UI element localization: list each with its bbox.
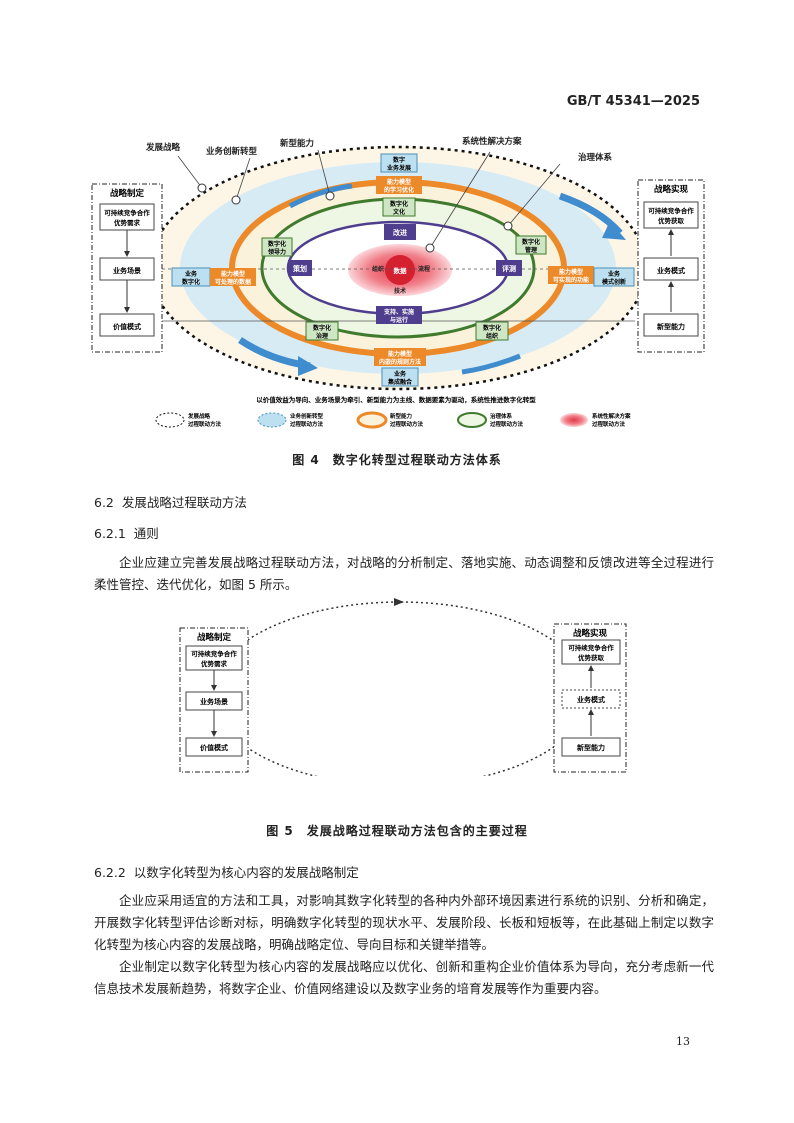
svg-text:可持续竞争合作: 可持续竞争合作 <box>191 649 237 658</box>
svg-text:能力模型: 能力模型 <box>221 270 245 278</box>
fig5-left-panel: 战略制定 可持续竞争合作 优势需求 业务场景 价值模式 <box>179 627 249 773</box>
svg-text:发展战略: 发展战略 <box>187 412 211 420</box>
svg-text:的学习优化: 的学习优化 <box>384 186 414 194</box>
label-governance: 治理体系 <box>578 152 613 163</box>
fig4-left-panel: 战略制定 可持续竞争合作 优势需求 业务场景 价值模式 <box>91 183 163 353</box>
svg-text:系统性解决方案: 系统性解决方案 <box>592 412 631 420</box>
svg-text:过程联动方法: 过程联动方法 <box>188 420 222 428</box>
svg-text:新型能力: 新型能力 <box>657 322 685 331</box>
svg-text:数字化: 数字化 <box>268 240 286 248</box>
svg-text:模式创新: 模式创新 <box>602 278 626 286</box>
svg-text:业务发展: 业务发展 <box>387 164 411 172</box>
svg-text:业务: 业务 <box>394 370 407 378</box>
svg-text:可持续竞争合作: 可持续竞争合作 <box>648 206 694 215</box>
fig4-right-panel: 战略实现 可持续竞争合作 优势获取 业务模式 新型能力 <box>637 179 705 353</box>
svg-text:组织: 组织 <box>372 265 384 273</box>
svg-text:与运行: 与运行 <box>390 316 408 324</box>
svg-text:数字化: 数字化 <box>313 324 331 332</box>
svg-text:内嵌的规则方法: 内嵌的规则方法 <box>379 358 421 366</box>
svg-text:业务场景: 业务场景 <box>200 697 228 706</box>
svg-text:数字化: 数字化 <box>483 324 501 332</box>
paragraph-2: 企业应采用适宜的方法和工具，对影响其数字化转型的各种内外部环境因素进行系统的识别… <box>94 893 714 952</box>
left-panel-title: 战略制定 <box>110 188 145 199</box>
svg-text:文化: 文化 <box>392 208 405 216</box>
figure-5-caption: 图 5 发展战略过程联动方法包含的主要过程 <box>266 824 528 838</box>
svg-text:流程: 流程 <box>418 265 430 273</box>
section-6-2-1-heading: 6.2.1 通则 <box>94 526 159 541</box>
label-strategy: 发展战略 <box>145 142 181 153</box>
svg-text:改进: 改进 <box>393 228 407 237</box>
page-number: 13 <box>676 1035 690 1048</box>
figure-4-caption: 图 4 数字化转型过程联动方法体系 <box>292 453 502 467</box>
svg-text:可持续竞争合作: 可持续竞争合作 <box>568 643 614 652</box>
svg-text:战略实现: 战略实现 <box>573 628 608 639</box>
svg-text:数字化: 数字化 <box>390 200 408 208</box>
figure-4-slogan: 以价值效益为导向、业务场景为牵引、新型能力为主线、数据要素为驱动，系统性推进数字… <box>256 395 536 404</box>
svg-text:能力模型: 能力模型 <box>559 268 583 276</box>
svg-text:业务创新转型: 业务创新转型 <box>290 412 324 420</box>
svg-text:数据: 数据 <box>394 266 408 275</box>
svg-text:集成融合: 集成融合 <box>387 378 413 386</box>
svg-text:治理: 治理 <box>316 332 328 340</box>
paragraph-1: 企业应建立完善发展战略过程联动方法，对战略的分析制定、落地实施、动态调整和反馈改… <box>94 555 714 592</box>
svg-text:优势需求: 优势需求 <box>114 218 141 227</box>
fig5-right-panel: 战略实现 可持续竞争合作 优势获取 业务模式 新型能力 <box>553 623 627 773</box>
svg-text:支持、实施: 支持、实施 <box>383 308 414 316</box>
svg-text:管理: 管理 <box>525 246 537 254</box>
svg-text:组织: 组织 <box>486 332 498 340</box>
svg-text:新型能力: 新型能力 <box>577 743 605 752</box>
svg-text:可处理的数据: 可处理的数据 <box>215 278 251 286</box>
svg-text:数字化: 数字化 <box>522 238 540 246</box>
fig5-ellipse <box>211 601 589 776</box>
section-6-2-2-heading: 6.2.2 以数字化转型为核心内容的发展战略制定 <box>94 865 359 880</box>
svg-text:技术: 技术 <box>394 287 406 295</box>
svg-text:业务: 业务 <box>608 270 621 278</box>
svg-text:策划: 策划 <box>292 264 307 273</box>
svg-text:业务: 业务 <box>185 270 198 278</box>
label-system-solution: 系统性解决方案 <box>462 136 522 147</box>
right-panel-title: 战略实现 <box>654 184 689 195</box>
figure-5-diagram: 战略制定 可持续竞争合作 优势需求 业务场景 价值模式 战略实现 可持续竞争合作… <box>179 598 627 776</box>
svg-text:可实现的功能: 可实现的功能 <box>553 276 589 284</box>
label-biz-innovation: 业务创新转型 <box>206 146 258 157</box>
svg-text:业务模式: 业务模式 <box>657 266 685 275</box>
standard-number: GB/T 45341—2025 <box>566 94 700 109</box>
svg-text:业务模式: 业务模式 <box>577 695 605 704</box>
label-new-capability: 新型能力 <box>280 138 314 149</box>
svg-text:评测: 评测 <box>502 264 516 273</box>
svg-text:领导力: 领导力 <box>268 248 286 256</box>
svg-text:过程联动方法: 过程联动方法 <box>490 420 524 428</box>
svg-text:可持续竞争合作: 可持续竞争合作 <box>104 208 150 217</box>
svg-text:过程联动方法: 过程联动方法 <box>390 420 424 428</box>
svg-text:数字: 数字 <box>393 156 405 164</box>
svg-text:业务场景: 业务场景 <box>113 266 141 275</box>
paragraph-3: 企业制定以数字化转型为核心内容的发展战略应以优化、创新和重构企业价值体系为导向，… <box>94 959 714 996</box>
svg-text:价值模式: 价值模式 <box>113 322 141 331</box>
svg-text:优势获取: 优势获取 <box>658 216 685 225</box>
svg-text:过程联动方法: 过程联动方法 <box>290 420 324 428</box>
section-6-2-heading: 6.2 发展战略过程联动方法 <box>94 495 247 510</box>
figure-4-diagram: 发展战略 业务创新转型 新型能力 系统性解决方案 治理体系 战略制定 可持续竞争… <box>91 136 705 429</box>
svg-text:优势需求: 优势需求 <box>201 659 228 668</box>
svg-text:新型能力: 新型能力 <box>390 412 413 420</box>
svg-text:价值模式: 价值模式 <box>200 743 228 752</box>
svg-text:能力模型: 能力模型 <box>388 350 412 358</box>
svg-text:数字化: 数字化 <box>182 278 200 286</box>
svg-text:战略制定: 战略制定 <box>197 632 232 643</box>
svg-text:能力模型: 能力模型 <box>387 178 411 186</box>
svg-text:治理体系: 治理体系 <box>490 412 513 420</box>
svg-text:优势获取: 优势获取 <box>578 653 605 662</box>
svg-text:过程联动方法: 过程联动方法 <box>592 420 626 428</box>
